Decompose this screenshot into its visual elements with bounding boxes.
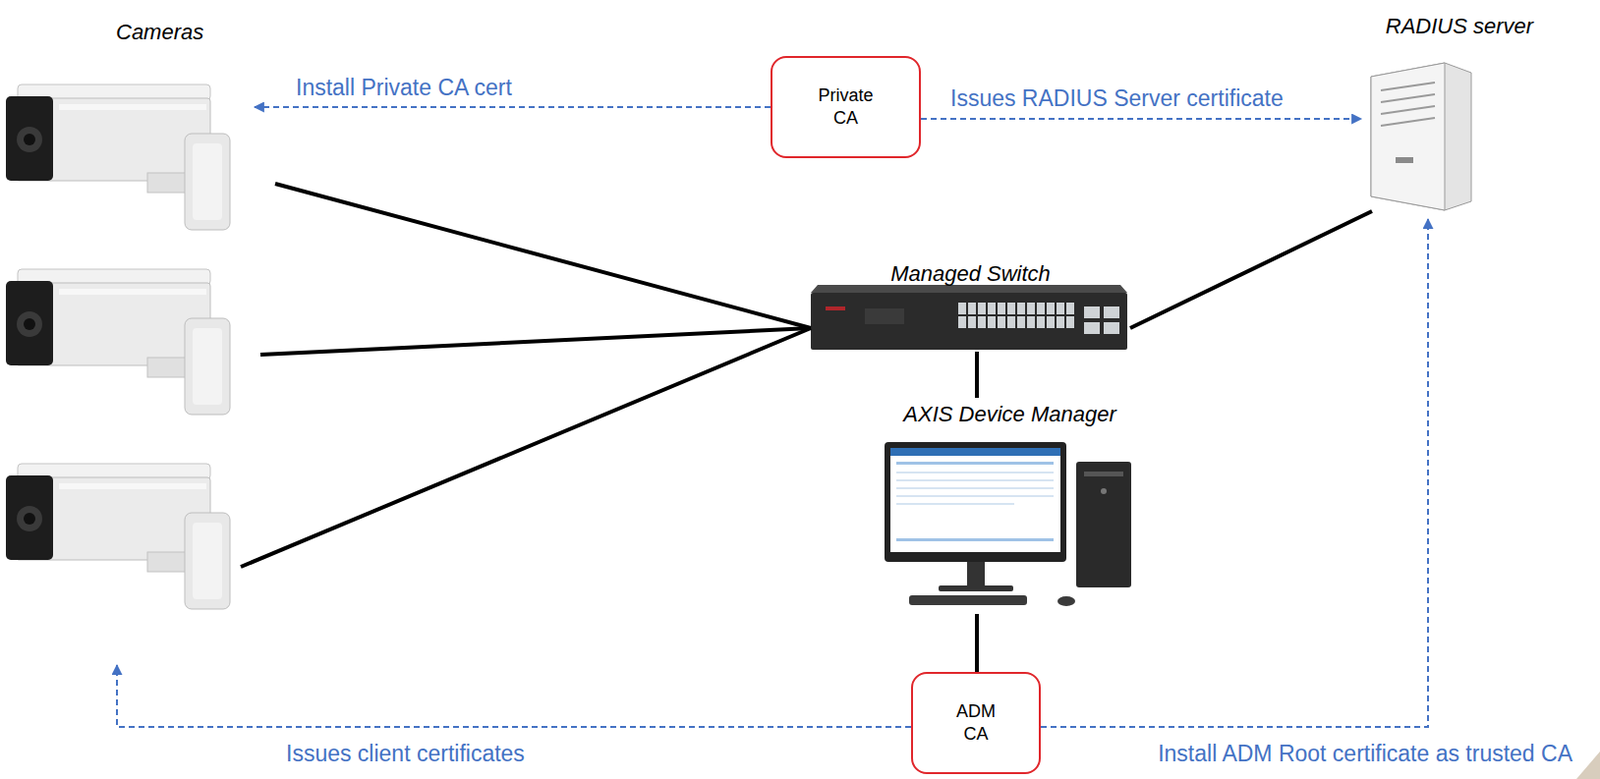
network-cable — [260, 328, 811, 355]
connector-label: Install ADM Root certificate as trusted … — [1157, 741, 1573, 768]
camera-group: Cameras — [0, 15, 241, 622]
switch-node: Managed Switch — [810, 257, 1131, 352]
connector-label: Install Private CA cert — [295, 74, 513, 102]
connector-label: Issues client certificates — [285, 741, 525, 768]
server-node: RADIUS server — [1361, 9, 1558, 212]
box-label: ADM CA — [956, 700, 996, 747]
box-label: Private CA — [817, 84, 873, 131]
certificate-authority: ADM CA — [911, 672, 1041, 775]
connector-label: Issues RADIUS Server certificate — [950, 85, 1284, 113]
network-cable — [275, 183, 811, 329]
device-label: Cameras — [115, 15, 204, 46]
network-cable — [974, 351, 979, 399]
device-manager-node: AXIS Device Manager — [874, 398, 1145, 615]
camera-illustration — [5, 84, 230, 610]
network-cable — [1130, 211, 1372, 329]
computer-illustration — [884, 442, 1132, 607]
certificate-flow-arrow — [254, 106, 771, 109]
device-label: RADIUS server — [1385, 9, 1534, 40]
certificate-flow-arrow — [116, 665, 912, 728]
server-illustration — [1371, 62, 1472, 211]
certificate-flow-arrow — [920, 117, 1362, 120]
certificate-flow-arrow — [1040, 219, 1429, 728]
network-cable — [974, 614, 979, 673]
device-label: AXIS Device Manager — [903, 398, 1116, 428]
corner-decoration — [1576, 751, 1600, 779]
switch-illustration — [810, 285, 1128, 350]
device-label: Managed Switch — [890, 257, 1051, 287]
network-cable — [240, 328, 811, 568]
certificate-authority: Private CA — [770, 56, 921, 159]
